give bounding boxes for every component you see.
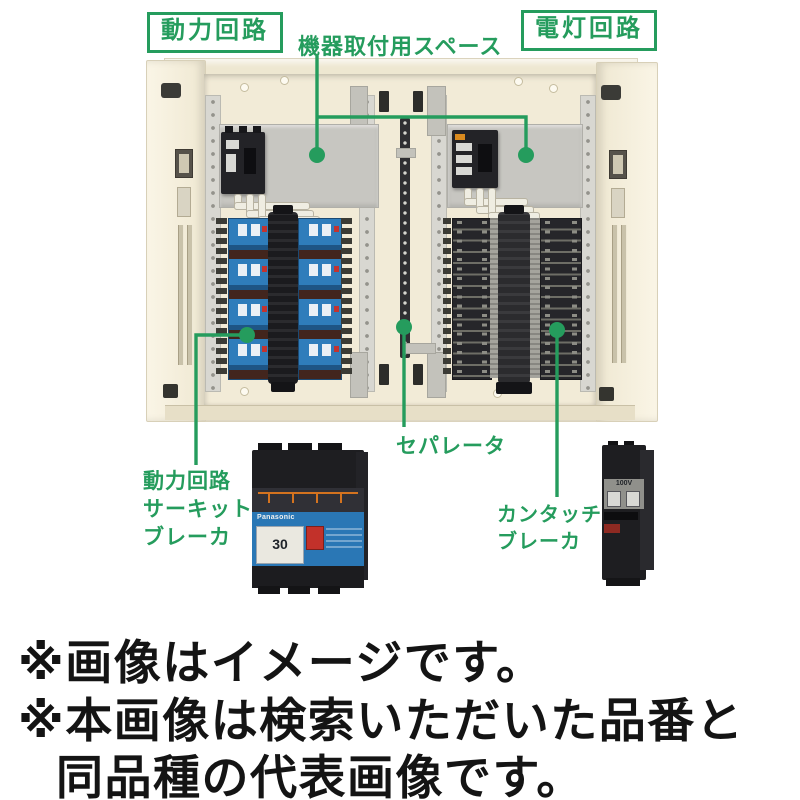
right-door-vent	[621, 225, 627, 363]
disclaimer-line-1: ※画像はイメージです。	[18, 636, 545, 689]
breaker-bottom-section	[252, 566, 364, 588]
breaker-brand-text: Panasonic	[257, 514, 295, 521]
breaker-rating-value: 30	[272, 536, 288, 552]
breaker-terminal-band	[252, 488, 364, 514]
breaker-foot	[258, 586, 280, 594]
breaker-spec-lines	[326, 528, 362, 550]
breaker-blue-face: Panasonic 30	[252, 512, 364, 568]
wire	[464, 198, 528, 206]
right-main-breaker	[452, 130, 498, 188]
kantouch-voltage-text: 100V	[615, 480, 633, 487]
screw-hole	[514, 77, 523, 86]
terminal-strip	[216, 218, 227, 378]
kantouch-breaker-column	[452, 218, 492, 380]
breaker-top-section	[252, 450, 364, 490]
breaker-red-mark	[306, 526, 324, 550]
top-slot	[413, 91, 423, 112]
power-breaker-column	[298, 218, 342, 380]
screw-hole	[549, 84, 558, 93]
disclaimer-line-2: ※本画像は検索いただいた品番と	[18, 694, 745, 747]
right-door-latch	[609, 150, 627, 179]
kantouch-breaker-photo: 100V	[598, 441, 656, 587]
left-main-breaker	[221, 126, 265, 194]
mounting-rail	[580, 95, 596, 392]
label-power-circuit-breaker: 動力回路 サーキット ブレーカ	[143, 468, 253, 552]
separator-bar	[400, 118, 410, 358]
label-line: 動力回路	[143, 470, 231, 493]
busbar-cap	[273, 205, 293, 214]
left-busbar	[268, 212, 298, 384]
right-door-handle	[601, 85, 621, 100]
left-door-hinge-mark	[163, 384, 178, 398]
right-door-tag	[611, 188, 625, 218]
right-door-hinge-mark	[599, 387, 614, 401]
label-line: カンタッチ	[497, 504, 602, 526]
screw-hole	[240, 83, 249, 92]
breaker-rating-label: 30	[256, 526, 304, 564]
kantouch-red-mark	[604, 524, 620, 533]
left-door-tag	[177, 187, 191, 217]
label-mounting-space: 機器取付用スペース	[298, 34, 503, 59]
breaker-foot	[318, 586, 340, 594]
bottom-slot	[413, 364, 423, 385]
panel-left-door	[146, 60, 206, 422]
kantouch-toggle	[604, 512, 638, 520]
left-door-vent	[187, 225, 193, 365]
screw-hole	[280, 76, 289, 85]
kantouch-window	[607, 491, 621, 507]
power-breaker-column	[228, 218, 270, 380]
busbar-cap	[271, 382, 295, 392]
busbar-cap	[504, 205, 524, 214]
left-door-vent	[178, 225, 184, 365]
bottom-bracket	[350, 352, 368, 398]
right-door-vent	[612, 225, 618, 363]
disclaimer-line-3: 同品種の代表画像です。	[56, 751, 585, 800]
terminal-strip	[341, 218, 352, 378]
top-slot	[379, 91, 389, 112]
separator-bracket	[404, 343, 436, 354]
separator-bracket	[396, 148, 416, 158]
kantouch-label-plate: 100V	[604, 479, 644, 509]
panel-right-door	[596, 62, 658, 422]
kantouch-window	[626, 491, 640, 507]
screw-hole	[240, 387, 249, 396]
left-door-latch	[175, 149, 193, 178]
bottom-slot	[379, 364, 389, 385]
label-line: ブレーカ	[143, 526, 231, 549]
label-kantouch-breaker: カンタッチ ブレーカ	[497, 502, 602, 556]
label-line: ブレーカ	[497, 531, 581, 553]
kantouch-top-lug	[608, 441, 618, 448]
kantouch-foot	[606, 578, 640, 586]
label-lighting-circuit: 電灯回路	[521, 10, 657, 51]
circuit-breaker-photo: Panasonic 30	[249, 441, 371, 594]
breaker-foot	[288, 586, 310, 594]
panel-bottom-rim	[165, 405, 635, 420]
wire	[234, 202, 310, 210]
label-line: サーキット	[143, 498, 253, 521]
kantouch-side	[640, 450, 654, 570]
right-busbar	[498, 212, 530, 384]
kantouch-top-lug	[624, 441, 634, 448]
terminal-strip	[443, 218, 451, 378]
kantouch-breaker-column	[540, 218, 582, 380]
label-separator: セパレータ	[396, 435, 506, 458]
label-power-circuit: 動力回路	[147, 12, 283, 53]
left-door-handle	[161, 83, 181, 98]
busbar-cap	[496, 382, 532, 394]
top-bracket	[427, 86, 446, 136]
